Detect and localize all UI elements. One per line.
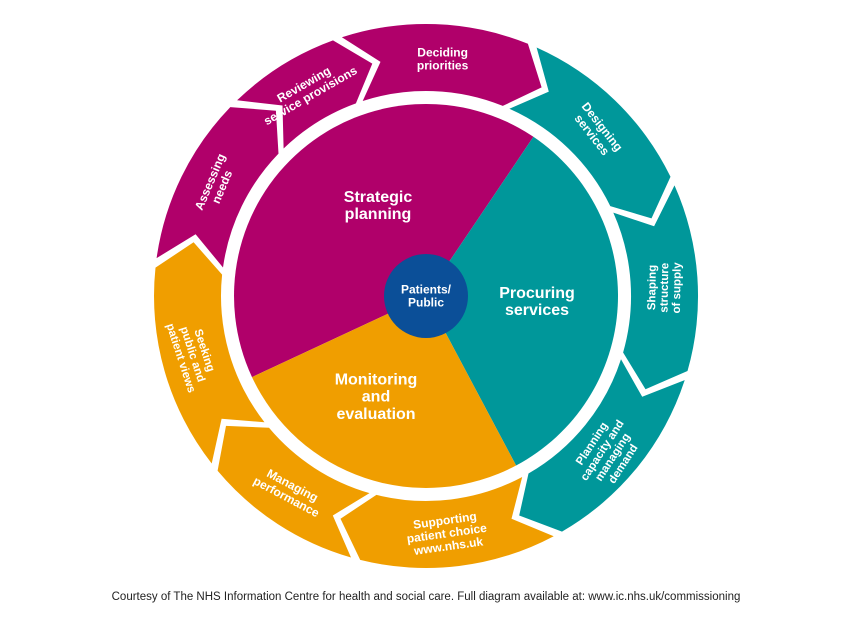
caption: Courtesy of The NHS Information Centre f… bbox=[111, 591, 741, 603]
sector-procuring bbox=[426, 136, 619, 466]
sector-label-strategic-line: planning bbox=[345, 206, 412, 223]
step-label-shaping-structure-of-supply: Shapingstructureof supply bbox=[646, 261, 684, 313]
sector-label-monitoring-line: Monitoring bbox=[335, 371, 418, 388]
step-arrow-seeking-views bbox=[154, 242, 265, 464]
sector-label-procuring-line: Procuring bbox=[499, 285, 575, 302]
step-arrow-managing-performance bbox=[217, 425, 370, 558]
step-label-supporting-patient-choice: Supportingpatient choicewww.nhs.uk bbox=[404, 508, 490, 559]
step-arrow-designing-services bbox=[509, 47, 671, 219]
sector-label-procuring-line: services bbox=[505, 302, 569, 319]
step-label-shaping-structure-of-supply-line: structure bbox=[658, 263, 671, 313]
center-label-line: Public bbox=[408, 296, 444, 310]
step-arrow-shaping-structure-of-supply bbox=[613, 185, 699, 390]
step-arrow-reviewing-service-provisions bbox=[237, 40, 373, 149]
sector-strategic bbox=[234, 103, 534, 378]
sector-label-monitoring-line: evaluation bbox=[336, 406, 415, 423]
step-arrow-deciding-priorities bbox=[341, 23, 542, 106]
step-label-deciding-priorities-line: Deciding bbox=[417, 45, 468, 59]
step-label-shaping-structure-of-supply-line: of supply bbox=[671, 262, 684, 314]
step-arrow-planning-capacity bbox=[519, 359, 685, 532]
center-label: Patients/Public bbox=[401, 283, 452, 310]
sector-monitoring bbox=[252, 296, 517, 488]
center-circle bbox=[384, 254, 468, 338]
step-arrow-assessing-needs bbox=[156, 107, 279, 268]
sector-label-monitoring-line: and bbox=[362, 389, 390, 406]
step-label-shaping-structure-of-supply-line: Shaping bbox=[646, 265, 659, 311]
step-arrow-supporting-patient-choice bbox=[340, 477, 554, 568]
step-label-deciding-priorities-line: priorities bbox=[417, 58, 469, 72]
center-label-line: Patients/ bbox=[401, 283, 452, 297]
center-node: Patients/Public bbox=[384, 254, 468, 338]
sector-label-strategic-line: Strategic bbox=[344, 189, 413, 206]
